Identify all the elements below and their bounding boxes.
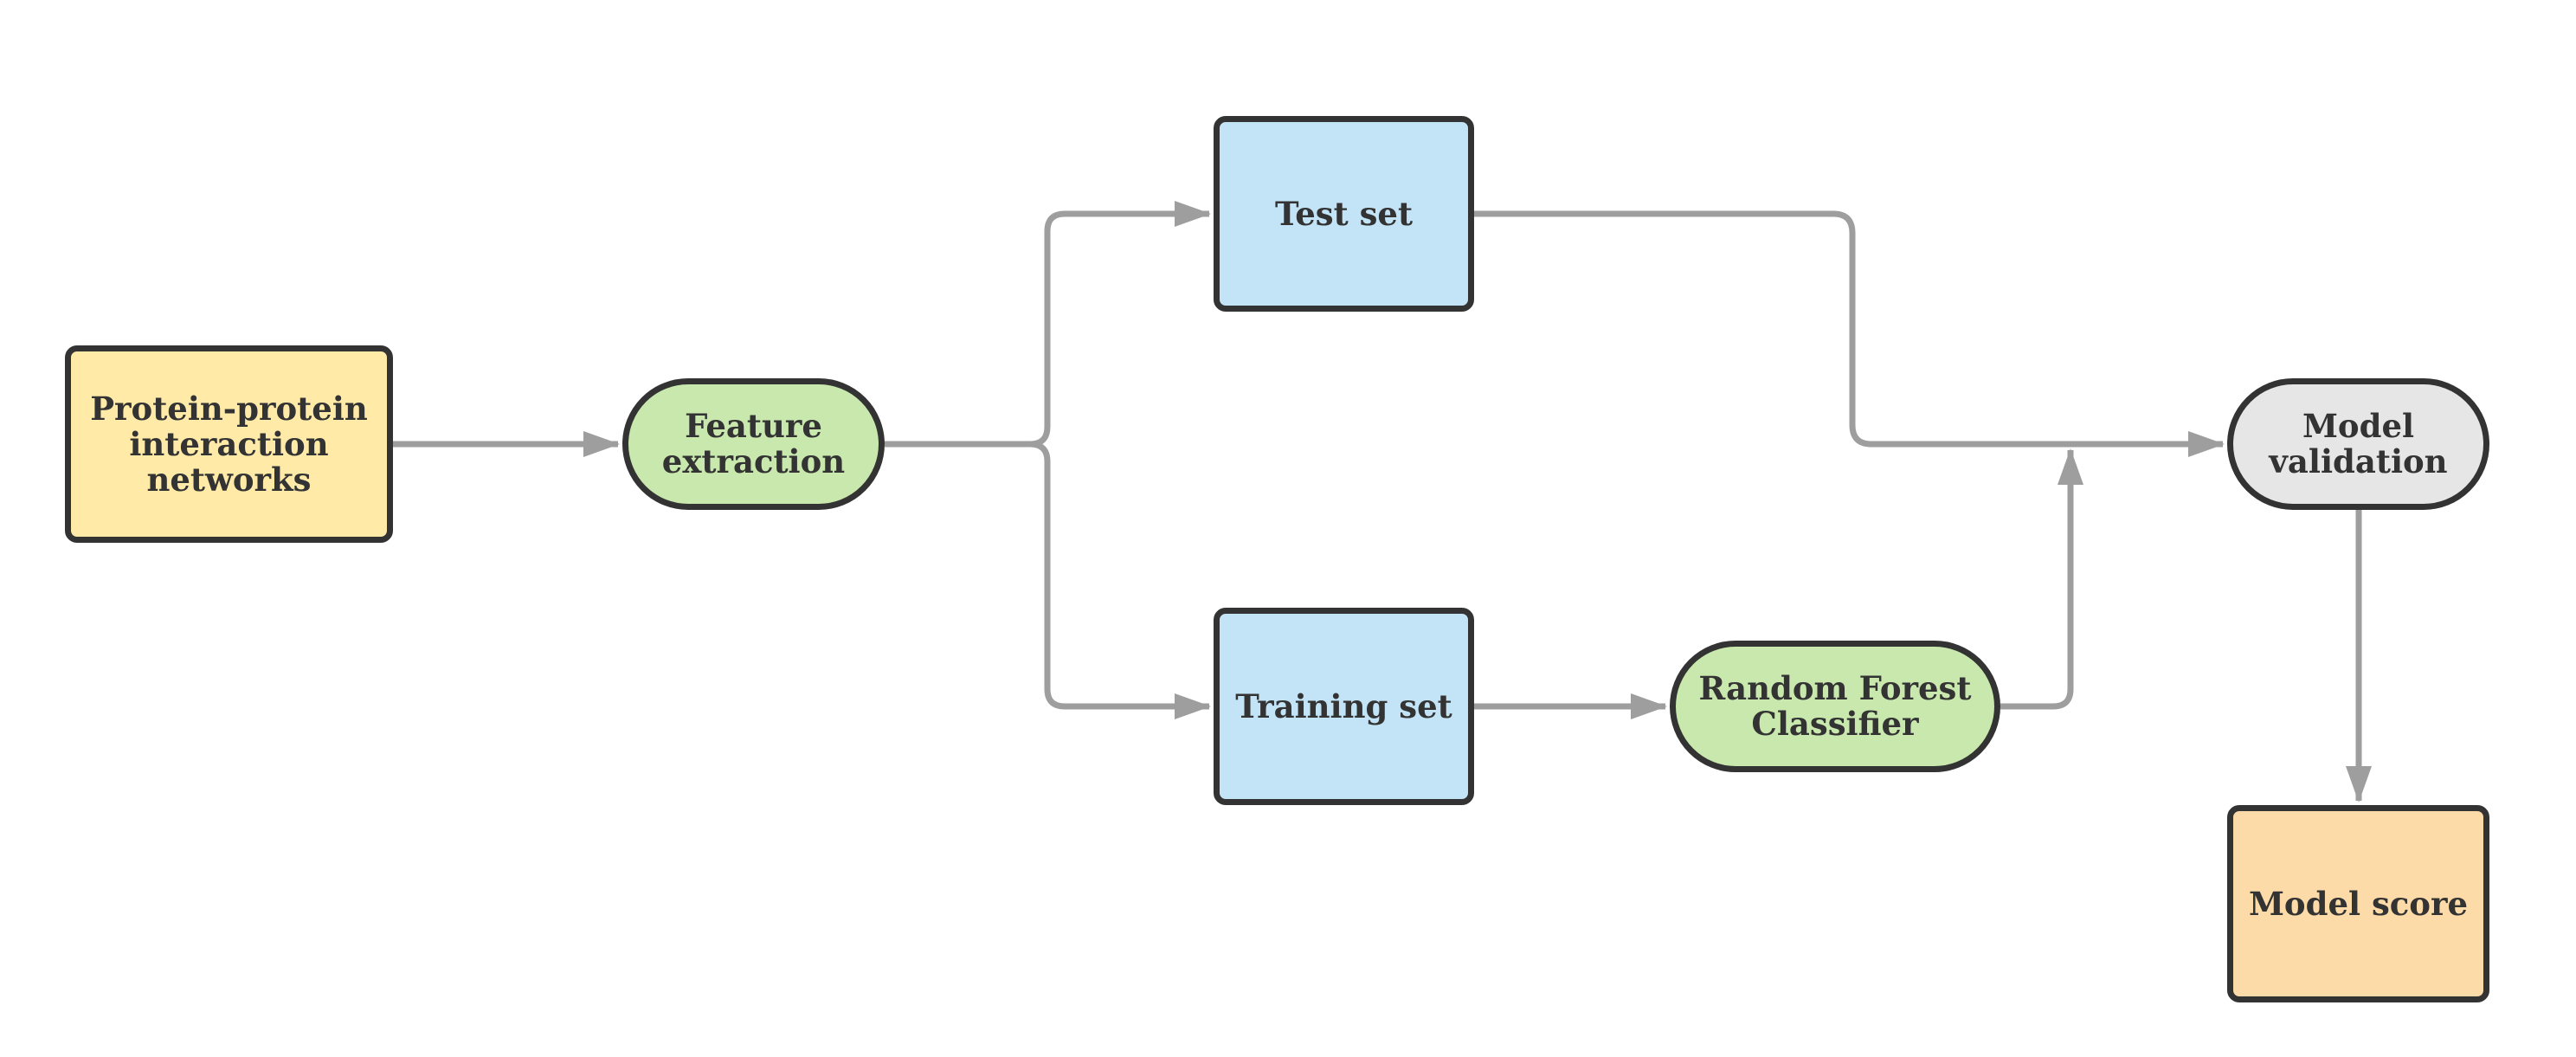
edge-rf-validation: [2000, 448, 2083, 710]
node-label: Random Forest Classifier: [1698, 669, 1972, 743]
node-label: Test set: [1274, 194, 1414, 233]
edge-test-validation: [1474, 210, 2225, 457]
node-label: Protein-protein interaction networks: [90, 389, 368, 499]
node-protein-interaction-networks: Protein-protein interaction networks: [65, 345, 393, 543]
node-label: Training set: [1235, 686, 1452, 725]
edge-feature-test: [885, 201, 1211, 448]
edge-feature-train: [1029, 441, 1211, 719]
node-feature-extraction: Feature extraction: [622, 378, 885, 510]
node-test-set: Test set: [1214, 116, 1474, 312]
node-label: Feature extraction: [661, 407, 846, 480]
node-label: Model validation: [2269, 407, 2448, 480]
node-training-set: Training set: [1214, 608, 1474, 805]
node-model-validation: Model validation: [2227, 378, 2489, 510]
node-label: Model score: [2248, 884, 2469, 923]
node-model-score: Model score: [2227, 805, 2489, 1002]
node-random-forest-classifier: Random Forest Classifier: [1670, 641, 2000, 772]
